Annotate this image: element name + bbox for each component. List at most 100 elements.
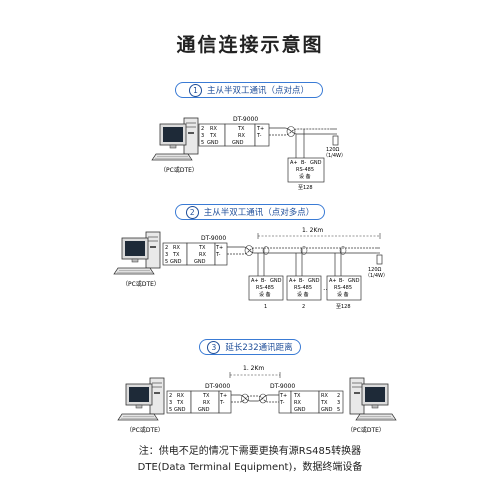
pc-dte-label: （PC或DTE） [160, 166, 198, 174]
svg-text:2: 2 [169, 393, 172, 399]
equipment-b-minus: B- [299, 278, 304, 284]
resistor-label: 120Ω [368, 267, 382, 273]
svg-text:5: 5 [201, 140, 204, 146]
converter-gnd: GND [294, 407, 306, 413]
svg-text:2: 2 [337, 393, 340, 399]
distance-label: 1. 2Km [302, 227, 323, 234]
pc-dte-label-left: （PC或DTE） [126, 426, 164, 434]
converter-gnd: GND [194, 259, 206, 265]
pc-port-rx: RX [210, 126, 217, 132]
svg-text:2: 2 [201, 126, 204, 132]
resistor-label: 120Ω [326, 147, 340, 153]
pc-computer-icon [113, 231, 161, 275]
equipment-gnd: GND [308, 278, 320, 284]
to-128-label: 至128 [336, 304, 351, 310]
converter-t-minus: T- [219, 400, 225, 406]
rs485-equipment-1 [248, 275, 284, 301]
converter-t-plus: T+ [215, 245, 223, 251]
pc-dte-label: （PC或DTE） [122, 280, 160, 288]
converter-tx: TX [293, 393, 301, 399]
pc-port-tx: TX [320, 400, 328, 406]
converter-rx: RX [199, 252, 206, 258]
node-2-label: 2 [302, 304, 305, 310]
section-3-badge: 3 延长232通讯距离 [199, 339, 301, 355]
equipment-gnd: GND [310, 160, 322, 166]
section-2-number: 2 [185, 205, 199, 219]
pc-serial-port-right [318, 390, 344, 414]
equipment-a-plus: A+ [290, 160, 298, 166]
pc-computer-icon-right [349, 377, 397, 421]
section-2-badge: 2 主从半双工通讯（点对多点） [175, 204, 325, 220]
converter-right-label: DT-9000 [270, 383, 295, 390]
power-note: 注：供电不足的情况下需要更换有源RS485转换器 [138, 446, 362, 457]
converter-t-plus: T+ [279, 393, 287, 399]
converter-gnd: GND [232, 140, 244, 146]
section-3-label: 延长232通讯距离 [225, 343, 293, 353]
svg-text:2: 2 [165, 245, 168, 251]
equipment-name: 设 备 [259, 291, 271, 298]
dte-note: DTE(Data Terminal Equipment)，数据终端设备 [137, 462, 363, 473]
node-1-label: 1 [264, 304, 267, 310]
pc-port-rx: RX [173, 245, 180, 251]
svg-text:3: 3 [165, 252, 168, 258]
pc-port-rx: RX [177, 393, 184, 399]
converter-t-minus: T- [256, 133, 262, 139]
pc-port-tx: TX [176, 400, 184, 406]
equipment-a-plus: A+ [251, 278, 259, 284]
converter-tx: TX [198, 245, 206, 251]
converter-label: DT-9000 [201, 235, 226, 242]
pc-dte-label-right: （PC或DTE） [347, 426, 385, 434]
pc-port-gnd: GND [321, 407, 333, 413]
svg-text:3: 3 [201, 133, 204, 139]
equipment-gnd: GND [348, 278, 360, 284]
resistor-icon [332, 135, 339, 146]
equipment-rs485: RS-485 [334, 285, 352, 291]
page-title: 通信连接示意图 [176, 34, 324, 56]
equipment-name: 设 备 [297, 291, 309, 298]
distance-label: 1. 2Km [243, 365, 264, 372]
pc-port-gnd: GND [174, 407, 186, 413]
diagram-point-to-point: （PC或DTE） RX TX GND 235 DT-9000 TX RX GND… [151, 116, 346, 191]
converter-t-plus: T+ [219, 393, 227, 399]
ellipsis-label: … [323, 284, 330, 292]
section-2-label: 主从半双工通讯（点对多点） [203, 208, 315, 218]
converter-gnd: GND [198, 407, 210, 413]
equipment-a-plus: A+ [289, 278, 297, 284]
converter-t-minus: T- [279, 400, 285, 406]
converter-label: DT-9000 [233, 116, 258, 123]
converter-rx: RX [294, 400, 301, 406]
pc-port-gnd: GND [170, 259, 182, 265]
svg-text:5: 5 [169, 407, 172, 413]
pc-computer-icon [151, 117, 199, 161]
to-128-label: 至128 [298, 185, 313, 191]
converter-left-label: DT-9000 [205, 383, 230, 390]
section-1-label: 主从半双工通讯（点对点） [206, 86, 309, 96]
equipment-rs485: RS-485 [256, 285, 274, 291]
equipment-a-plus: A+ [329, 278, 337, 284]
svg-text:3: 3 [337, 400, 340, 406]
pc-port-tx: TX [209, 133, 217, 139]
equipment-rs485: RS-485 [294, 285, 312, 291]
pc-port-rx: RX [321, 393, 328, 399]
equipment-name: 设 备 [299, 173, 311, 180]
rs485-equipment-128 [326, 275, 362, 301]
svg-text:3: 3 [169, 400, 172, 406]
resistor-icon [376, 254, 383, 265]
section-1-number: 1 [188, 83, 202, 97]
pc-port-tx: TX [172, 252, 180, 258]
converter-rx: RX [238, 133, 245, 139]
converter-t-minus: T- [215, 252, 221, 258]
resistor-power-label: （1/4W） [365, 273, 388, 279]
diagram-point-to-multipoint: （PC或DTE） RX TX GND 235 DT-9000 TX RX GND… [113, 227, 388, 310]
equipment-b-minus: B- [261, 278, 266, 284]
svg-text:5: 5 [165, 259, 168, 265]
rs485-equipment-2 [286, 275, 322, 301]
resistor-power-label: （1/4W） [323, 153, 346, 159]
section-1-badge: 1 主从半双工通讯（点对点） [175, 82, 323, 98]
pc-port-gnd: GND [207, 140, 219, 146]
svg-text:5: 5 [337, 407, 340, 413]
equipment-rs485: RS-485 [296, 167, 314, 173]
equipment-gnd: GND [270, 278, 282, 284]
converter-tx: TX [202, 393, 210, 399]
